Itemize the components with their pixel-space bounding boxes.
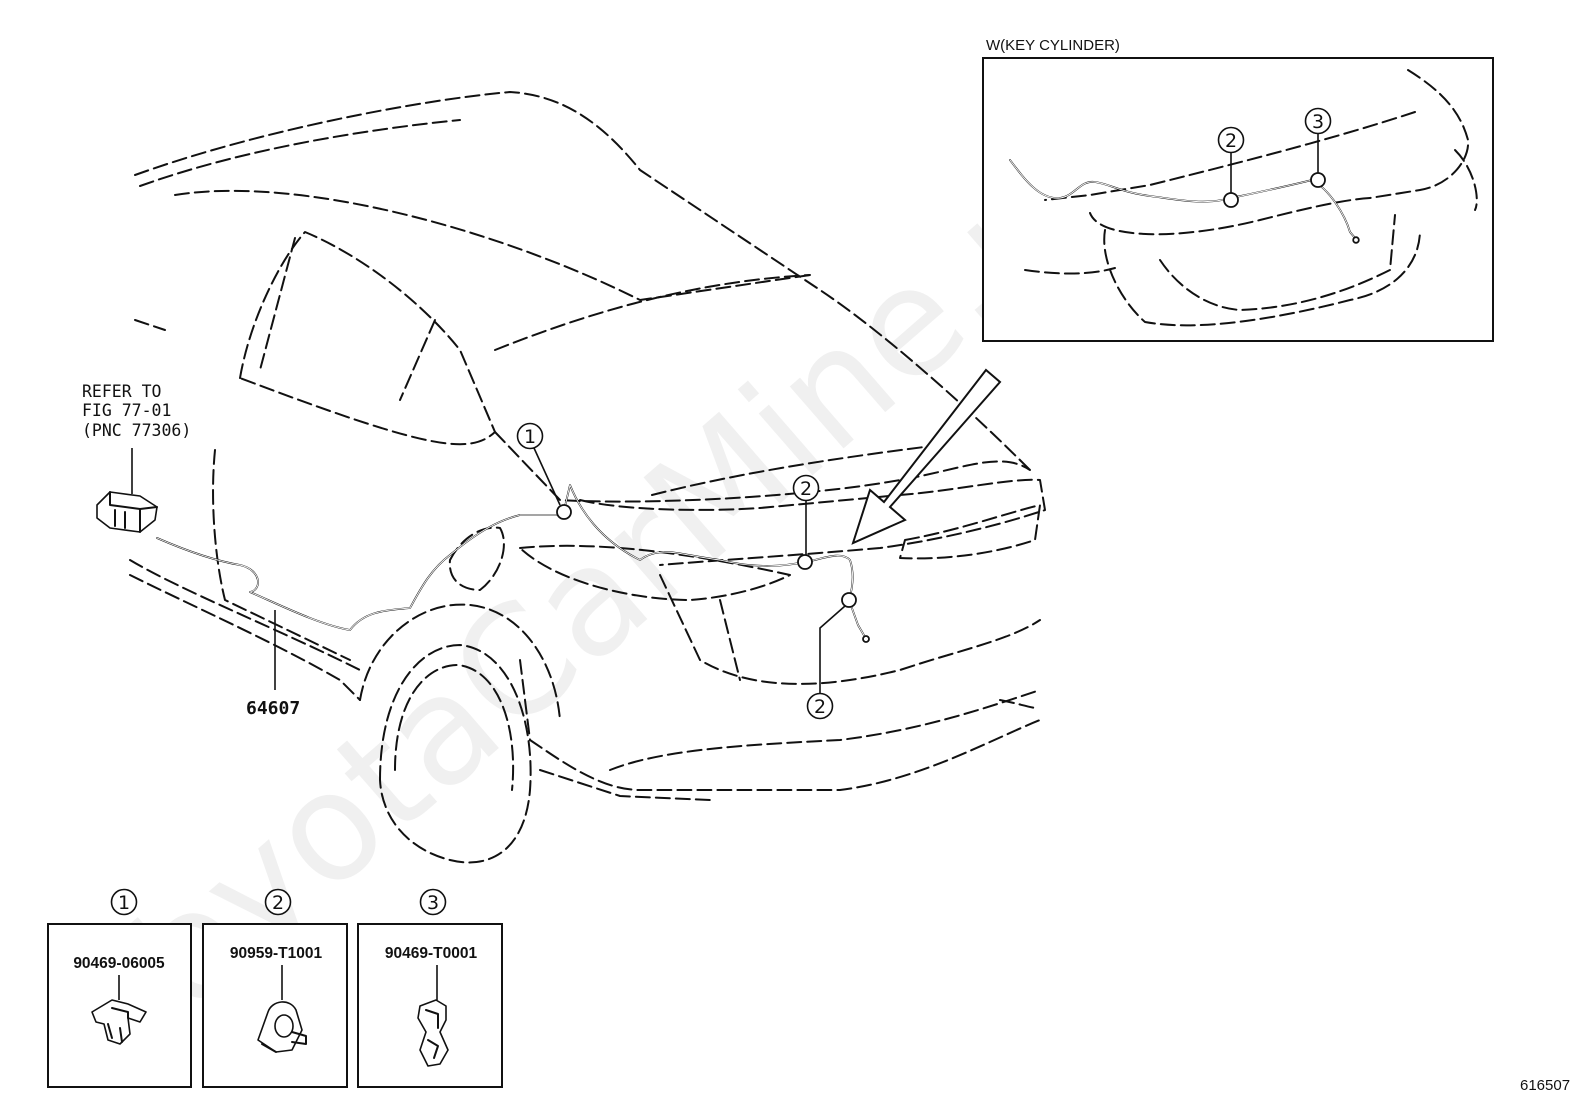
main-part-number: 64607 bbox=[246, 698, 300, 719]
push-clip-icon bbox=[91, 999, 147, 1045]
clip-parts-legend: 1 90469-06005 2 90959-T1001 bbox=[47, 888, 503, 1088]
view-direction-arrow bbox=[851, 368, 1002, 545]
inset-key-cylinder: W(KEY CYLINDER) 2 3 bbox=[982, 37, 1494, 342]
clip-2-on-cable bbox=[797, 554, 813, 570]
inset-callout-3-number: 3 bbox=[1312, 111, 1324, 133]
main-callout-1: 1 bbox=[516, 422, 561, 506]
clip-part-1-callout: 1 bbox=[118, 892, 130, 914]
clip-part-2-number: 90959-T1001 bbox=[230, 945, 323, 962]
inset-clip-3 bbox=[1310, 172, 1326, 188]
reference-note-line3: (PNC 77306) bbox=[82, 421, 191, 440]
main-callout-2-upper-number: 2 bbox=[800, 478, 812, 500]
opener-cable bbox=[156, 484, 870, 643]
clip-part-3-callout: 3 bbox=[427, 892, 439, 914]
clip-part-2: 2 90959-T1001 bbox=[202, 888, 348, 1088]
wire-clip-icon bbox=[417, 999, 449, 1067]
clip-part-1-number: 90469-06005 bbox=[73, 955, 165, 972]
figure-id: 616507 bbox=[1520, 1077, 1570, 1094]
reference-note-line2: FIG 77-01 bbox=[82, 401, 171, 420]
clip-part-2-callout: 2 bbox=[272, 892, 284, 914]
clip-2b-on-cable bbox=[841, 592, 857, 608]
clip-1-on-cable bbox=[556, 504, 572, 520]
reference-note: REFER TO FIG 77-01 (PNC 77306) bbox=[82, 382, 191, 440]
car-body-outline bbox=[129, 91, 1046, 864]
main-callout-2-lower-number: 2 bbox=[814, 696, 826, 718]
main-callout-2-lower: 2 bbox=[806, 605, 846, 720]
inset-callout-3: 3 bbox=[1304, 107, 1332, 173]
main-callout-2-upper: 2 bbox=[792, 474, 820, 555]
clip-part-1: 1 90469-06005 bbox=[47, 888, 192, 1088]
cable-clamp-icon bbox=[257, 1001, 307, 1053]
main-part-label: 64607 bbox=[246, 610, 300, 719]
clip-part-3-number: 90469-T0001 bbox=[385, 945, 478, 962]
inset-body-outline bbox=[1024, 69, 1478, 327]
main-callout-1-number: 1 bbox=[524, 426, 536, 448]
cable-end-fitting bbox=[862, 635, 870, 643]
inset-callout-2-number: 2 bbox=[1225, 130, 1237, 152]
inset-title: W(KEY CYLINDER) bbox=[986, 37, 1120, 54]
inset-callout-2: 2 bbox=[1217, 126, 1245, 193]
inset-clip-2 bbox=[1223, 192, 1239, 208]
clip-part-3: 3 90469-T0001 bbox=[357, 888, 503, 1088]
opener-lever-assembly bbox=[96, 448, 158, 533]
reference-note-line1: REFER TO bbox=[82, 382, 161, 401]
